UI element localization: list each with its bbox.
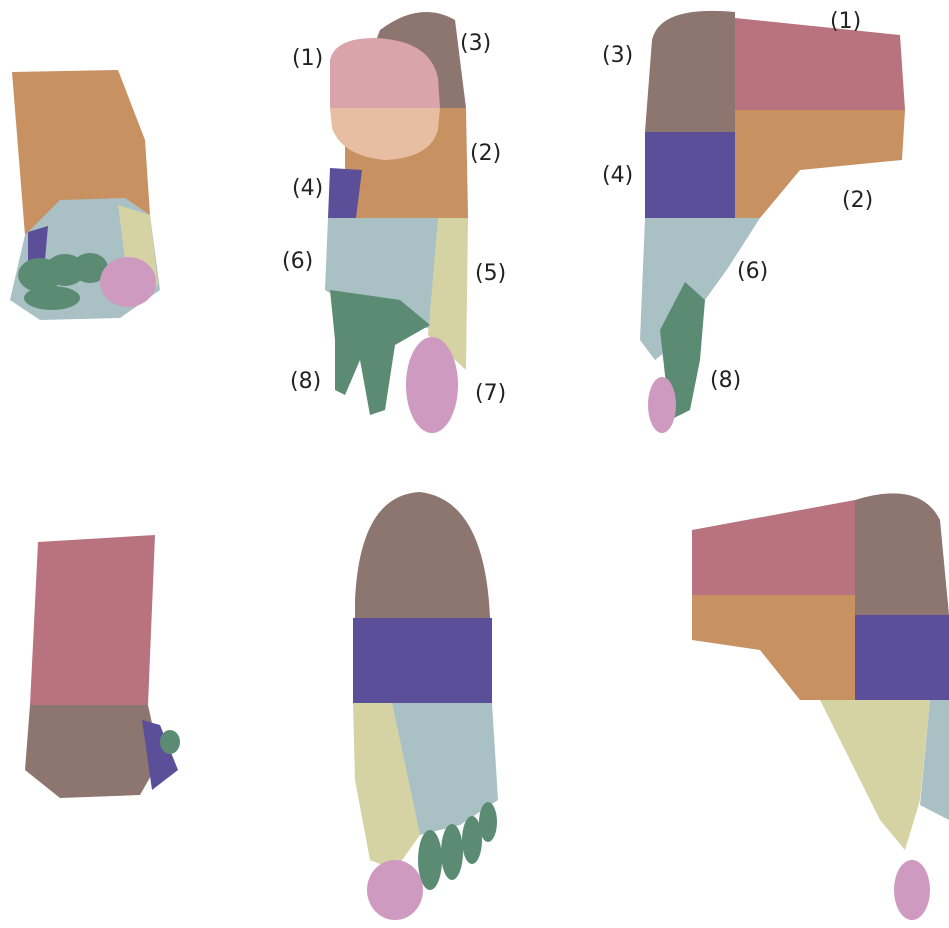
view-sole-middle: [353, 492, 498, 920]
label-6: (6): [282, 249, 313, 274]
view-back-bottom: [25, 535, 180, 798]
label-4: (4): [292, 176, 323, 201]
region-4-shape: [645, 132, 735, 218]
label-1: (1): [292, 46, 323, 71]
label-2: (2): [842, 188, 873, 213]
view-top-middle: (1) (3) (2) (4) (6) (5) (8) (7): [282, 12, 506, 433]
region-1-shape: [692, 500, 855, 595]
region-1-shape: [30, 535, 155, 705]
big-toe-shape: [100, 257, 156, 307]
region-4-shape: [28, 226, 48, 262]
region-1-shape: [735, 18, 905, 110]
label-6: (6): [737, 259, 768, 284]
region-3-shape: [25, 705, 160, 798]
region-2-shape: [735, 110, 905, 218]
label-1: (1): [830, 9, 861, 34]
label-8: (8): [710, 368, 741, 393]
region-5-shape: [820, 700, 930, 850]
label-5: (5): [475, 261, 506, 286]
label-7: (7): [475, 381, 506, 406]
toe-shape: [160, 730, 180, 754]
region-3-shape: [645, 11, 735, 132]
region-4-shape: [855, 615, 949, 700]
big-toe-shape: [367, 860, 423, 920]
label-3: (3): [602, 43, 633, 68]
region-3-shape: [855, 493, 949, 615]
big-toe-shape: [894, 860, 930, 920]
region-2-shape: [692, 595, 855, 700]
label-3: (3): [460, 31, 491, 56]
region-3-shape: [355, 492, 490, 618]
big-toe-shape: [648, 377, 676, 433]
view-side-right: (1) (3) (4) (2) (6) (8): [602, 9, 905, 433]
region-4-shape: [353, 618, 492, 703]
label-4: (4): [602, 163, 633, 188]
view-side-bottom-right: [692, 493, 949, 920]
label-8: (8): [290, 369, 321, 394]
region-4-shape: [328, 168, 362, 218]
view-front-top: [10, 70, 160, 320]
big-toe-shape: [406, 337, 458, 433]
label-2: (2): [470, 141, 501, 166]
